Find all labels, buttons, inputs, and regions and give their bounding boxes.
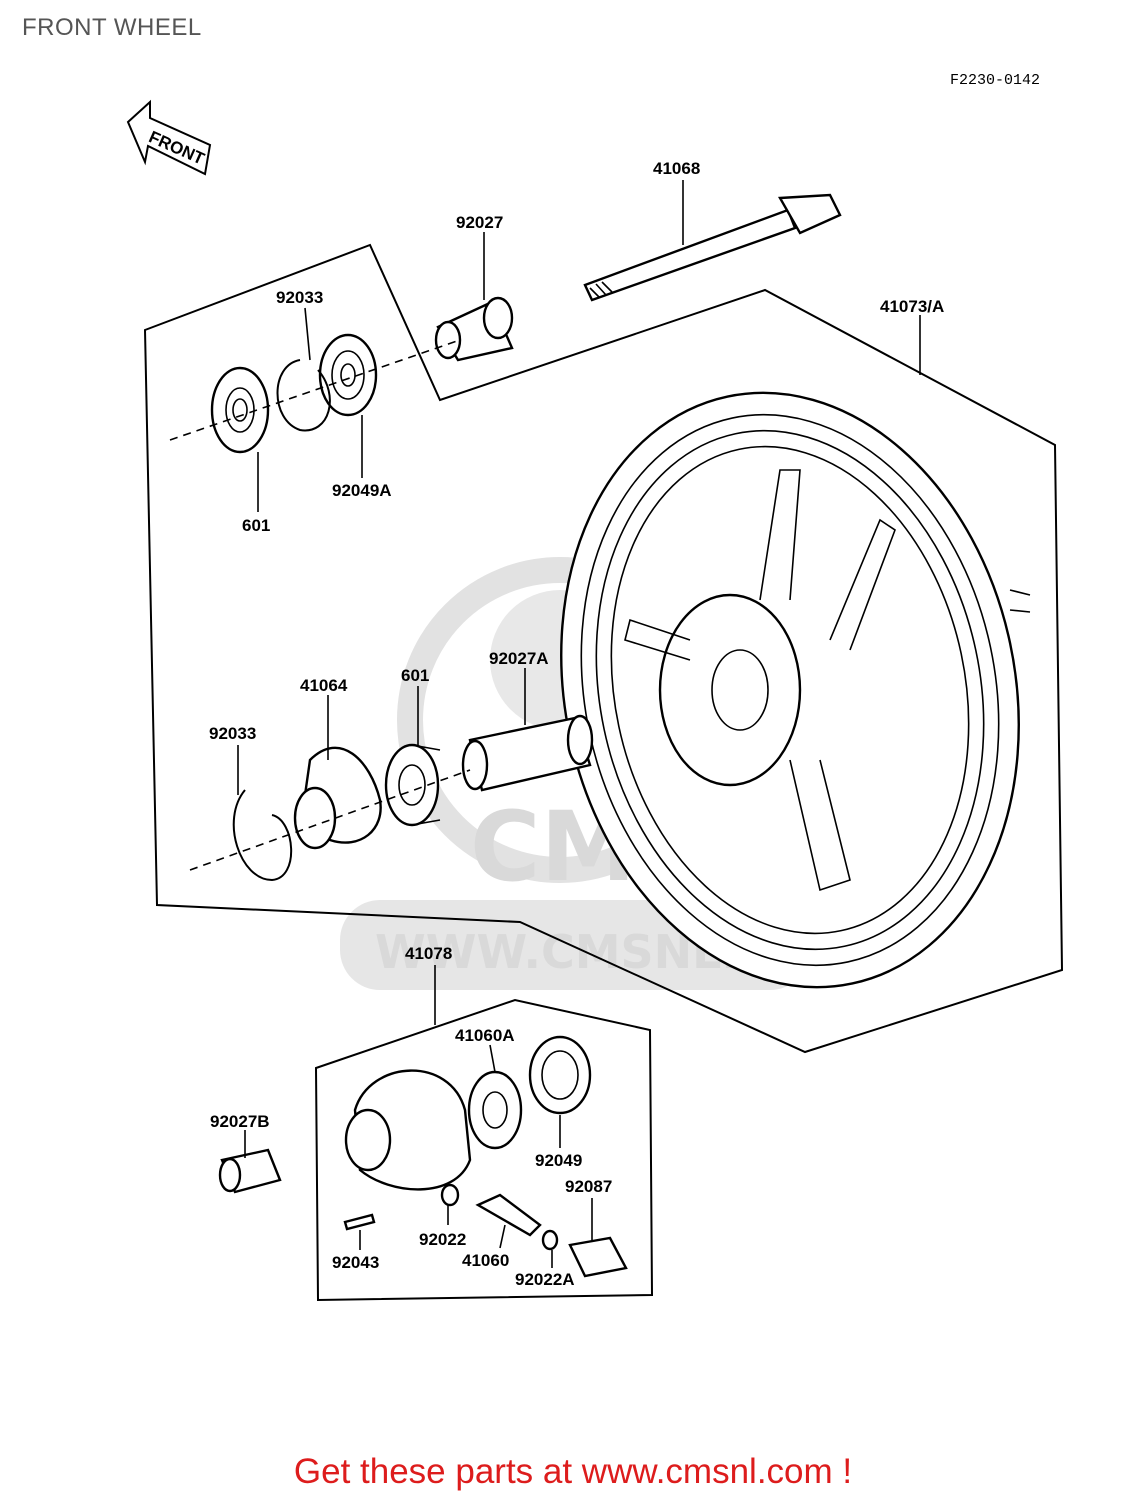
collar-92027B <box>218 1148 282 1194</box>
diagram-code: F2230-0142 <box>950 72 1041 89</box>
label-92022A: 92022A <box>515 1270 575 1289</box>
leader-lines <box>237 180 921 1268</box>
small-parts <box>343 1183 628 1278</box>
label-92043: 92043 <box>332 1253 379 1272</box>
footer-link[interactable]: Get these parts at www.cmsnl.com ! <box>293 1452 853 1491</box>
axis-line-top <box>169 339 461 441</box>
label-601-mid: 601 <box>401 666 429 685</box>
hub-plate-41064 <box>293 746 382 850</box>
label-92049A: 92049A <box>332 481 392 500</box>
wheel-41073 <box>560 391 1031 989</box>
label-92027B: 92027B <box>210 1112 270 1131</box>
collar-92027 <box>434 296 514 362</box>
label-92087: 92087 <box>565 1177 612 1196</box>
assembly-outlines <box>143 243 1064 1302</box>
bearing-601-top <box>210 366 270 454</box>
drive-gear-41060A <box>467 1070 523 1150</box>
spacer-92027A <box>461 714 594 792</box>
label-41064: 41064 <box>300 676 348 695</box>
circlip-92033-bottom <box>232 789 293 882</box>
page-title: FRONT WHEEL <box>22 14 202 41</box>
label-92022: 92022 <box>419 1230 466 1249</box>
part-labels: 41068 92027 92033 92049A 601 41073/A 920… <box>209 159 944 1289</box>
label-92033-bottom: 92033 <box>209 724 256 743</box>
label-92049: 92049 <box>535 1151 582 1170</box>
label-92033-top: 92033 <box>276 288 323 307</box>
axle-41068 <box>583 193 842 302</box>
label-601-top: 601 <box>242 516 270 535</box>
label-92027: 92027 <box>456 213 503 232</box>
axis-line-mid <box>189 769 471 871</box>
label-41060: 41060 <box>462 1251 509 1270</box>
circlip-92033-top <box>276 359 331 432</box>
oil-seal-92049A <box>318 333 378 417</box>
label-92027A: 92027A <box>489 649 549 668</box>
front-direction-arrow: FRONT <box>126 99 212 176</box>
oil-seal-92049 <box>528 1035 592 1115</box>
label-41060A: 41060A <box>455 1026 515 1045</box>
front-arrow-label: FRONT <box>146 127 208 168</box>
label-41068: 41068 <box>653 159 700 178</box>
label-41073A: 41073/A <box>880 297 944 316</box>
gear-housing-41078 <box>344 1069 472 1191</box>
label-41078: 41078 <box>405 944 452 963</box>
bearing-601-mid <box>384 743 441 827</box>
